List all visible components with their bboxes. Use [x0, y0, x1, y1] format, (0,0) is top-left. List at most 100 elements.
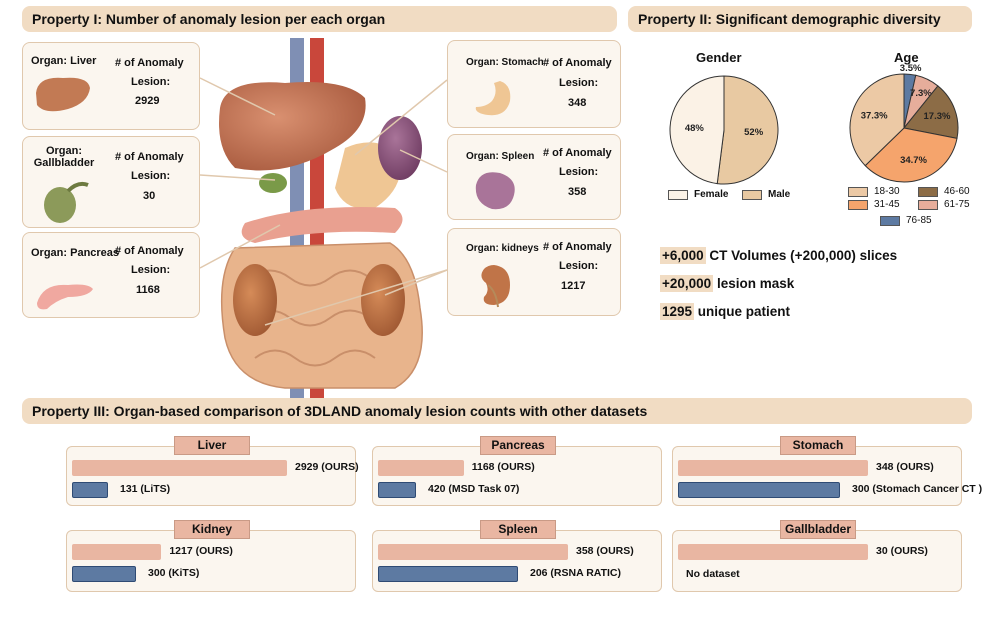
- stat-highlight: +20,000: [660, 275, 714, 292]
- stat-lesion-mask: +20,000 lesion mask: [660, 275, 795, 292]
- age-label-4: 37.3%: [861, 110, 888, 121]
- legend-swatch: [848, 186, 868, 197]
- bar-value-label: 2929 (OURS): [295, 461, 359, 473]
- age-label-1: 7.3%: [910, 88, 932, 99]
- organ-label: Organ: Gallbladder: [33, 145, 95, 169]
- spleen-shape: [378, 116, 422, 180]
- kidney-icon: [481, 265, 510, 308]
- property1-header: Property I: Number of anomaly lesion per…: [22, 6, 617, 32]
- age-slice-3: [864, 127, 958, 183]
- comparison-title: Liver: [174, 436, 250, 455]
- legend-age-76-85: 76-85: [880, 215, 932, 226]
- legend-label: Female: [694, 189, 729, 200]
- legend-label: 46-60: [944, 186, 970, 197]
- lesion-label: Lesion:: [131, 264, 171, 276]
- age-slice-4: [849, 73, 905, 167]
- stat-highlight: +6,000: [660, 247, 706, 264]
- organ-label: Organ: Pancreas: [31, 247, 120, 259]
- legend-swatch: [880, 215, 900, 226]
- organ-card-liver: Organ: Liver # of Anomaly Lesion: 2929: [22, 42, 200, 130]
- age-label-3: 34.7%: [900, 155, 927, 166]
- legend-swatch: [668, 189, 688, 200]
- bar-value-label: 1168 (OURS): [471, 461, 535, 473]
- gender-pie-chart: 52%48%: [669, 75, 779, 185]
- bar-value-label: 358 (OURS): [576, 545, 634, 557]
- bar-value-label: 420 (MSD Task 07): [428, 483, 520, 495]
- stat-text: unique patient: [694, 304, 791, 319]
- anomaly-label: # of Anomaly: [115, 245, 184, 257]
- legend-label: 31-45: [874, 199, 900, 210]
- gender-pie-title: Gender: [696, 50, 742, 65]
- lesion-count: 358: [568, 186, 587, 198]
- gallbladder-icon: [44, 181, 89, 223]
- legend-label: 76-85: [906, 215, 932, 226]
- lesion-count: 30: [143, 190, 156, 202]
- anomaly-label: # of Anomaly: [543, 147, 612, 159]
- stomach-icon: [475, 81, 511, 116]
- legend-swatch: [918, 186, 938, 197]
- gender-slice-1: [669, 75, 725, 185]
- organ-card-gallbladder: Organ: Gallbladder # of Anomaly Lesion: …: [22, 136, 200, 228]
- lesion-label: Lesion:: [559, 260, 599, 272]
- connector-lines: [199, 77, 448, 326]
- liver-shape: [219, 82, 366, 171]
- bar-ours: [678, 544, 868, 560]
- organ-card-kidneys: Organ: kidneys # of Anomaly Lesion: 1217: [447, 228, 621, 316]
- bar-ours: [378, 460, 464, 476]
- bar-ours: [72, 460, 287, 476]
- anomaly-label: # of Anomaly: [543, 241, 612, 253]
- comparison-card-pancreas: [372, 446, 662, 506]
- legend-female: Female: [668, 189, 728, 200]
- comparison-title: Gallbladder: [780, 520, 856, 539]
- bar-value-label: 30 (OURS): [876, 545, 928, 557]
- property3-header: Property III: Organ-based comparison of …: [22, 398, 972, 424]
- organ-label: Organ: Stomach: [466, 57, 544, 68]
- stat-unique-patient: 1295 unique patient: [660, 303, 791, 320]
- bar-other-dataset: [72, 566, 136, 582]
- bar-other-dataset: [378, 482, 416, 498]
- comparison-title: Spleen: [480, 520, 556, 539]
- legend-age-46-60: 46-60: [918, 186, 970, 197]
- comparison-title: Pancreas: [480, 436, 556, 455]
- no-dataset-note: No dataset: [686, 568, 740, 580]
- comparison-title: Stomach: [780, 436, 856, 455]
- property2-header: Property II: Significant demographic div…: [628, 6, 972, 32]
- legend-age-31-45: 31-45: [848, 199, 900, 210]
- organ-label: Organ: kidneys: [466, 243, 539, 254]
- legend-label: Male: [768, 189, 791, 200]
- bar-value-label: 131 (LiTS): [120, 483, 171, 495]
- stat-ct-volumes: +6,000 CT Volumes (+200,000) slices: [660, 247, 897, 264]
- comparison-card-spleen: [372, 530, 662, 592]
- comparison-card-gallbladder: [672, 530, 962, 592]
- lesion-count: 2929: [135, 95, 160, 107]
- lesion-label: Lesion:: [131, 76, 171, 88]
- gender-slice-0: [716, 75, 779, 185]
- comparison-card-liver: [66, 446, 356, 506]
- anomaly-label: # of Anomaly: [115, 57, 184, 69]
- age-label-0: 3.5%: [900, 63, 922, 74]
- anomaly-label: # of Anomaly: [543, 57, 612, 69]
- age-slice-2: [903, 85, 959, 139]
- lesion-label: Lesion:: [559, 166, 599, 178]
- kidney-left-shape: [233, 264, 277, 336]
- legend-swatch: [742, 189, 762, 200]
- lesion-label: Lesion:: [559, 77, 599, 89]
- pancreas-shape: [241, 207, 403, 243]
- stat-text: lesion mask: [713, 276, 795, 291]
- lesion-count: 1168: [136, 284, 160, 296]
- age-label-2: 17.3%: [924, 111, 951, 122]
- gender-label-1: 48%: [685, 123, 705, 134]
- legend-swatch: [848, 199, 868, 210]
- legend-label: 18-30: [874, 186, 900, 197]
- age-pie-title: Age: [894, 50, 919, 65]
- organ-card-stomach: Organ: Stomach # of Anomaly Lesion: 348: [447, 40, 621, 128]
- legend-label: 61-75: [944, 199, 970, 210]
- bar-ours: [678, 460, 868, 476]
- liver-icon: [36, 77, 90, 112]
- organ-label: Organ: Liver: [31, 55, 97, 67]
- bar-other-dataset: [678, 482, 840, 498]
- organ-card-spleen: Organ: Spleen # of Anomaly Lesion: 358: [447, 134, 621, 220]
- stat-highlight: 1295: [660, 303, 695, 320]
- pancreas-icon: [37, 284, 93, 310]
- bar-other-dataset: [378, 566, 518, 582]
